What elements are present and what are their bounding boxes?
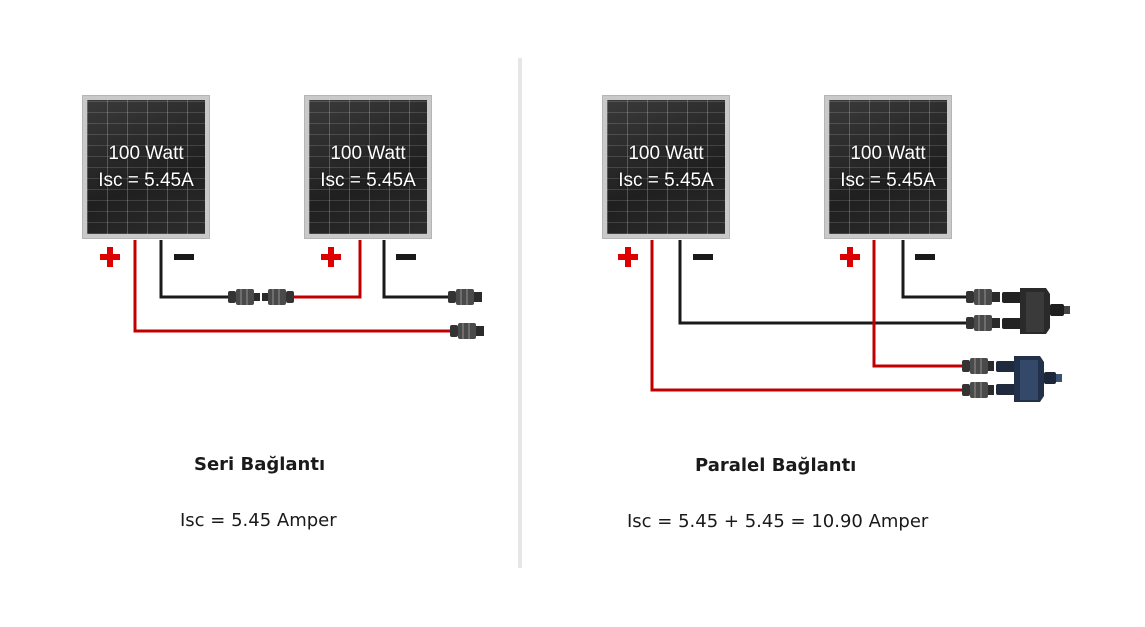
negative-wire <box>159 240 228 299</box>
plus-sign-icon <box>840 247 860 267</box>
negative-wire <box>678 240 966 325</box>
solar-panel: 100 Watt Isc = 5.45A <box>602 95 730 239</box>
positive-wire <box>872 240 962 368</box>
plus-sign-icon <box>618 247 638 267</box>
mc4-connector-icon <box>450 323 484 339</box>
mc4-connector-icon <box>448 289 482 305</box>
branch-connector-icon <box>996 356 1062 402</box>
mc4-connector-icon <box>962 382 994 398</box>
panel-label: 100 Watt Isc = 5.45A <box>825 140 951 194</box>
minus-sign-icon <box>396 254 416 260</box>
positive-wire <box>133 240 450 333</box>
positive-wire <box>650 240 962 392</box>
panel-cells <box>309 100 427 234</box>
mc4-connector-icon <box>228 289 260 305</box>
series-title: Seri Bağlantı <box>194 454 326 475</box>
panel-cells <box>829 100 947 234</box>
mc4-connector-icon <box>962 358 994 374</box>
mc4-connector-icon <box>966 315 1000 331</box>
minus-sign-icon <box>915 254 935 260</box>
panel-label: 100 Watt Isc = 5.45A <box>305 140 431 194</box>
parallel-formula: Isc = 5.45 + 5.45 = 10.90 Amper <box>627 511 929 532</box>
minus-sign-icon <box>174 254 194 260</box>
solar-panel: 100 Watt Isc = 5.45A <box>824 95 952 239</box>
panel-cells <box>87 100 205 234</box>
panel-power-label: 100 Watt <box>330 143 406 164</box>
positive-wire <box>293 240 362 299</box>
panel-isc-label: Isc = 5.45A <box>320 170 416 191</box>
mc4-connector-icon <box>262 289 294 305</box>
panel-power-label: 100 Watt <box>108 143 184 164</box>
plus-sign-icon <box>321 247 341 267</box>
panel-isc-label: Isc = 5.45A <box>618 170 714 191</box>
panel-label: 100 Watt Isc = 5.45A <box>603 140 729 194</box>
plus-sign-icon <box>100 247 120 267</box>
negative-wire <box>901 240 966 299</box>
section-divider <box>518 58 522 568</box>
negative-wire <box>382 240 448 299</box>
series-formula: Isc = 5.45 Amper <box>180 510 337 531</box>
panel-isc-label: Isc = 5.45A <box>840 170 936 191</box>
branch-connector-icon <box>1002 288 1070 334</box>
panel-isc-label: Isc = 5.45A <box>98 170 194 191</box>
mc4-connector-icon <box>966 289 1000 305</box>
panel-cells <box>607 100 725 234</box>
panel-power-label: 100 Watt <box>628 143 704 164</box>
solar-panel: 100 Watt Isc = 5.45A <box>82 95 210 239</box>
solar-panel: 100 Watt Isc = 5.45A <box>304 95 432 239</box>
panel-label: 100 Watt Isc = 5.45A <box>83 140 209 194</box>
parallel-title: Paralel Bağlantı <box>695 455 857 476</box>
minus-sign-icon <box>693 254 713 260</box>
panel-power-label: 100 Watt <box>850 143 926 164</box>
